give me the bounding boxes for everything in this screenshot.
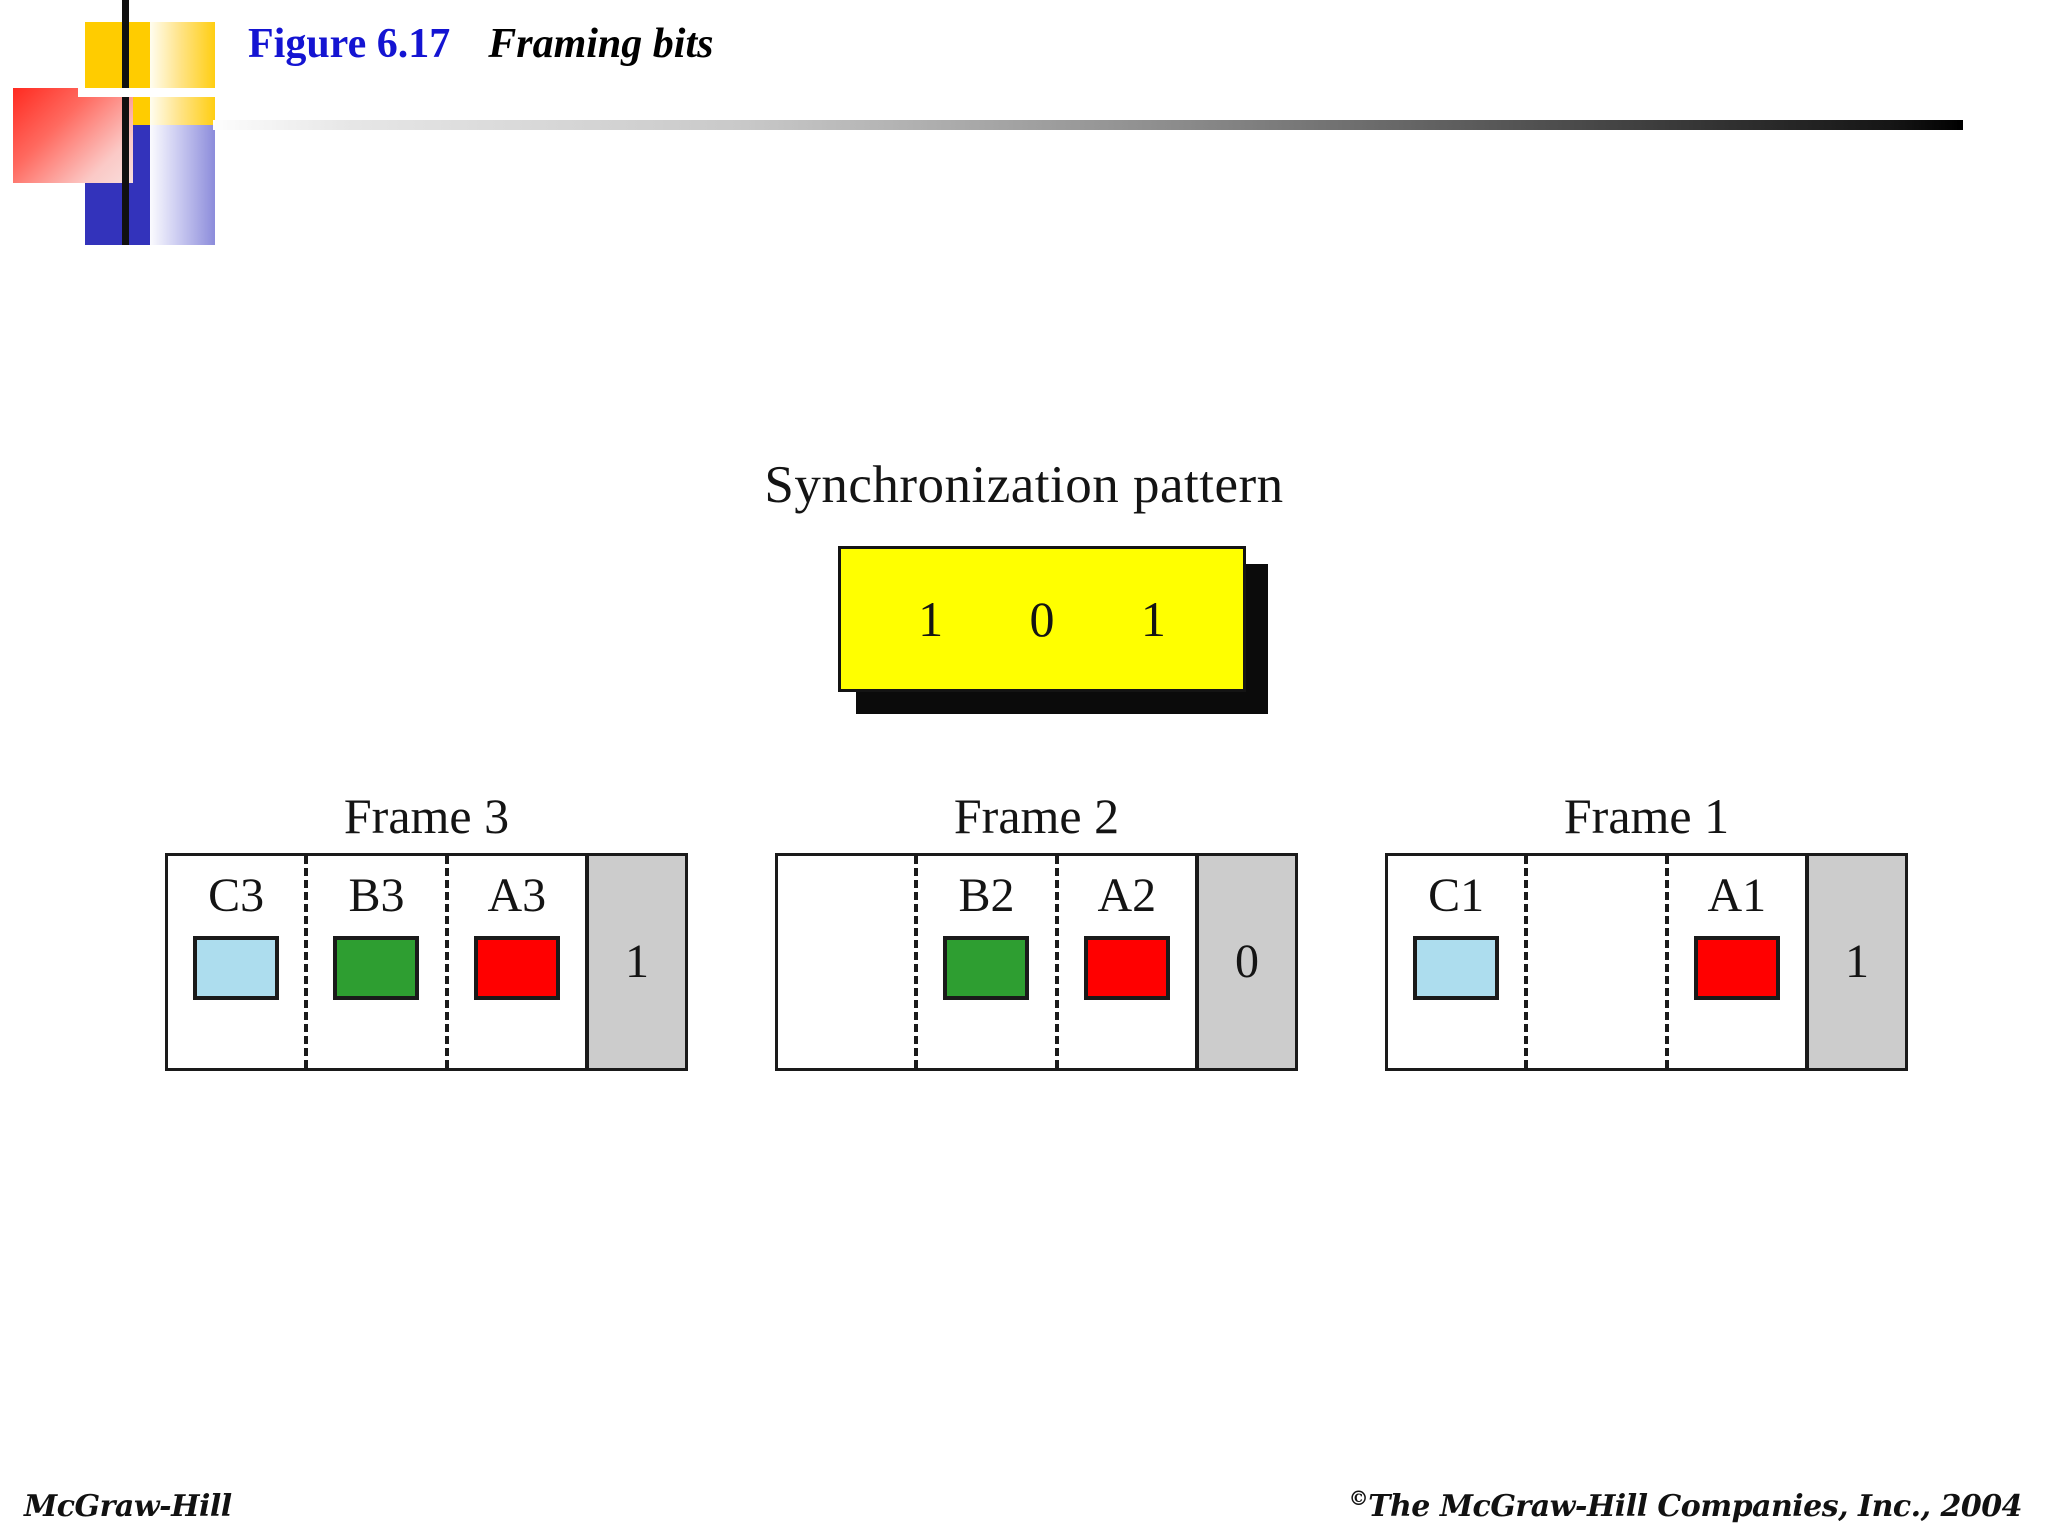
framing-bit-cell: 1 [1804,855,1905,1068]
footer-copyright-text: The McGraw-Hill Companies, Inc., 2004 [1368,1489,2022,1524]
frame-block-2: Frame 2 B2 A2 0 [775,790,1298,1071]
copyright-icon: © [1348,1486,1369,1510]
frame-cell-label: B3 [348,868,405,922]
logo-black-vertical-bar [122,0,129,245]
synchronization-pattern-box: 1 0 1 [838,546,1246,692]
frame-cell [1524,855,1664,1068]
logo-white-horizontal-bar [78,88,258,97]
frame-cell: A1 [1664,855,1805,1068]
frame-cell-swatch-empty [803,936,889,1000]
logo-blue-gradient-block [150,125,215,245]
frame-cell-swatch [1413,935,1500,1000]
footer-publisher-left: McGraw-Hill [24,1489,232,1524]
frame-cell-label: C1 [1428,868,1485,922]
frame-block-1: Frame 1 C1 A1 1 [1385,790,1908,1071]
decorative-logo-mark [0,0,300,250]
header-divider-rule [213,120,1963,130]
frame-cell: B3 [304,855,444,1068]
logo-yellow-gradient-block [150,22,215,142]
frame-cell: B2 [914,855,1054,1068]
page-title: Figure 6.17 Framing bits [248,20,713,68]
sync-bit: 0 [1029,591,1055,647]
frame-cell [778,856,914,1068]
sync-bit: 1 [918,591,944,647]
frame-box: C1 A1 1 [1385,852,1908,1071]
frame-cell-label: B2 [958,868,1015,922]
frame-cell-label: A2 [1097,868,1157,922]
frame-label: Frame 1 [1563,788,1730,844]
figure-number: Figure 6.17 [248,21,451,67]
frame-cell: C1 [1388,856,1524,1068]
frame-cell: C3 [168,856,304,1068]
frame-cell-swatch [1083,935,1170,1000]
logo-red-gradient-block [13,88,133,183]
frame-box: B2 A2 0 [775,852,1298,1071]
header-divider-end-cap [1957,120,1963,130]
frame-cell-swatch [333,935,420,1000]
frame-cell-swatch [1693,935,1780,1000]
framing-bit-cell: 0 [1194,855,1295,1068]
synchronization-pattern-box-wrapper: 1 0 1 [838,546,1268,714]
synchronization-pattern-title: Synchronization pattern [764,456,1284,514]
frame-block-3: Frame 3 C3 B3 A3 1 [165,790,688,1071]
frame-cell-label: C3 [208,868,265,922]
frame-cell-swatch [943,935,1030,1000]
frame-cell-label: A3 [487,868,547,922]
frame-box: C3 B3 A3 1 [165,852,688,1071]
frame-cell-swatch [473,935,560,1000]
frames-row: Frame 3 C3 B3 A3 1 Frame 2 [0,790,2048,1110]
framing-bit-cell: 1 [584,855,685,1068]
figure-caption: Framing bits [488,21,714,67]
frame-label: Frame 2 [953,788,1120,844]
sync-bit: 1 [1140,591,1166,647]
footer-copyright-right: ©The McGraw-Hill Companies, Inc., 2004 [1348,1486,2023,1524]
frame-cell-swatch [193,935,280,1000]
frame-cell-label: A1 [1707,868,1767,922]
frame-label: Frame 3 [343,788,510,844]
frame-cell: A2 [1054,855,1195,1068]
frame-cell-swatch-empty [1553,936,1639,1000]
frame-cell: A3 [444,855,585,1068]
